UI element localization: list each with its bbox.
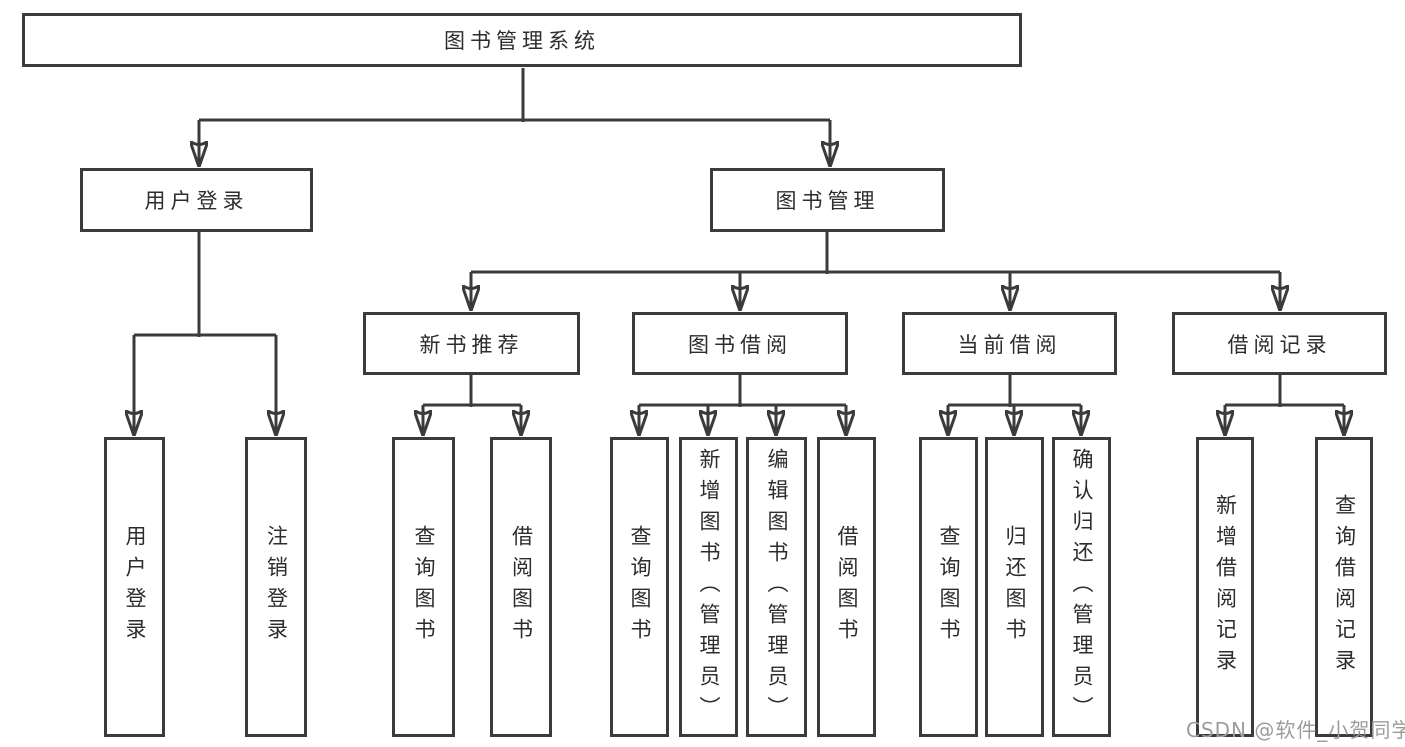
node-user-login: 用户登录 [80, 168, 313, 232]
branch-skeleton [134, 68, 1344, 407]
leaf-label: 查询图书 [628, 525, 652, 649]
leaf-label: 确认归还（管理员） [1070, 447, 1094, 727]
leaf-borrow-books-recommend: 借阅图书 [490, 437, 552, 737]
node-borrow-records-label: 借阅记录 [1227, 332, 1332, 357]
leaf-query-books-current: 查询图书 [919, 437, 978, 737]
node-user-login-label: 用户登录 [144, 189, 249, 213]
node-current-borrow-label: 当前借阅 [957, 332, 1062, 357]
node-book-management: 图书管理 [710, 168, 945, 232]
leaf-return-books: 归还图书 [985, 437, 1044, 737]
leaf-query-books-borrow: 查询图书 [610, 437, 669, 737]
node-current-borrow: 当前借阅 [902, 312, 1117, 375]
node-borrow-records: 借阅记录 [1172, 312, 1387, 375]
leaf-label: 新增借阅记录 [1213, 494, 1238, 680]
leaf-user-login: 用户登录 [104, 437, 165, 737]
leaf-label: 查询借阅记录 [1332, 494, 1357, 680]
node-root: 图书管理系统 [22, 13, 1022, 67]
leaf-label: 借阅图书 [509, 525, 534, 649]
leaf-add-books-admin: 新增图书（管理员） [679, 437, 738, 737]
leaf-add-borrow-record: 新增借阅记录 [1196, 437, 1254, 737]
node-new-book-recommend: 新书推荐 [363, 312, 580, 375]
node-book-borrow: 图书借阅 [632, 312, 848, 375]
leaf-edit-books-admin: 编辑图书（管理员） [746, 437, 807, 737]
node-new-book-recommend-label: 新书推荐 [419, 332, 524, 357]
leaf-label: 用户登录 [123, 525, 147, 649]
node-book-borrow-label: 图书借阅 [688, 332, 792, 357]
leaf-label: 注销登录 [264, 525, 289, 649]
node-root-label: 图书管理系统 [444, 29, 600, 53]
leaf-label: 归还图书 [1003, 525, 1027, 649]
leaf-label: 查询图书 [937, 525, 961, 649]
leaf-query-books-recommend: 查询图书 [392, 437, 455, 737]
leaf-logout: 注销登录 [245, 437, 307, 737]
leaf-label: 查询图书 [412, 525, 436, 649]
leaf-label: 借阅图书 [835, 525, 859, 649]
leaf-label: 新增图书（管理员） [697, 447, 721, 727]
node-book-management-label: 图书管理 [775, 189, 880, 213]
leaf-label: 编辑图书（管理员） [765, 447, 789, 727]
leaf-borrow-books: 借阅图书 [817, 437, 876, 737]
leaf-query-borrow-record: 查询借阅记录 [1315, 437, 1373, 737]
leaf-confirm-return-admin: 确认归还（管理员） [1052, 437, 1111, 737]
csdn-watermark: CSDN @软件_小贺同学 [1186, 718, 1405, 742]
